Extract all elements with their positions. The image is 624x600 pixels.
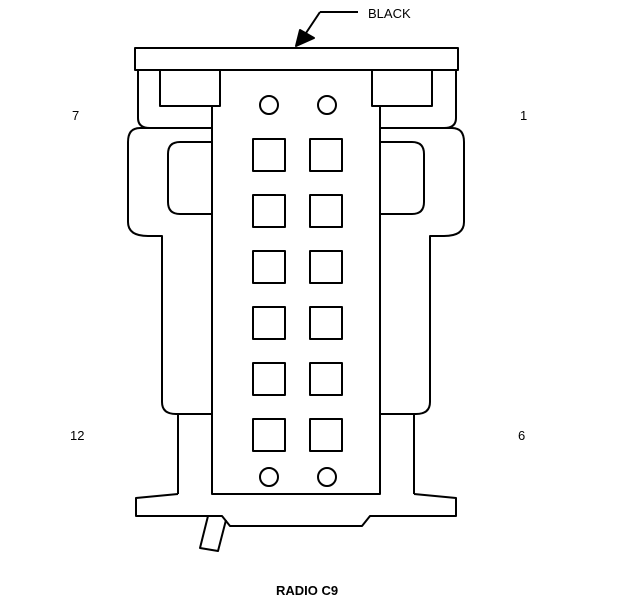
alignment-hole	[259, 95, 279, 115]
right-inner-rail	[380, 141, 425, 215]
pin-cavity	[252, 138, 286, 172]
pin-cavity	[252, 306, 286, 340]
pin-label-bottom-left: 12	[70, 428, 85, 443]
pin-cavity	[309, 362, 343, 396]
pin-cavity	[252, 362, 286, 396]
pin-cavity	[252, 250, 286, 284]
pin-cavity	[252, 194, 286, 228]
pin-cavity	[252, 418, 286, 452]
right-outer-housing	[380, 127, 465, 415]
color-callout-arrow	[295, 11, 358, 47]
right-latch-arm	[379, 70, 457, 129]
left-outer-housing	[127, 127, 212, 415]
pin-cavity	[309, 418, 343, 452]
left-latch-arm	[137, 70, 213, 129]
pin-label-bottom-right: 6	[518, 428, 526, 443]
alignment-hole	[259, 467, 279, 487]
bottom-base	[135, 493, 457, 527]
bottom-tab	[199, 515, 227, 552]
pin-label-top-left: 7	[72, 108, 80, 123]
pin-cavities	[252, 138, 343, 452]
pin-cavity	[309, 194, 343, 228]
top-flange	[134, 47, 459, 71]
pin-label-top-right: 1	[520, 108, 528, 123]
connector-name: RADIO C9	[275, 583, 339, 598]
alignment-hole	[317, 95, 337, 115]
pin-cavity	[309, 250, 343, 284]
center-body	[211, 69, 381, 495]
alignment-hole	[317, 467, 337, 487]
connector-color-label: BLACK	[368, 6, 411, 21]
pin-cavity	[309, 306, 343, 340]
left-inner-rail	[167, 141, 212, 215]
pin-cavity	[309, 138, 343, 172]
